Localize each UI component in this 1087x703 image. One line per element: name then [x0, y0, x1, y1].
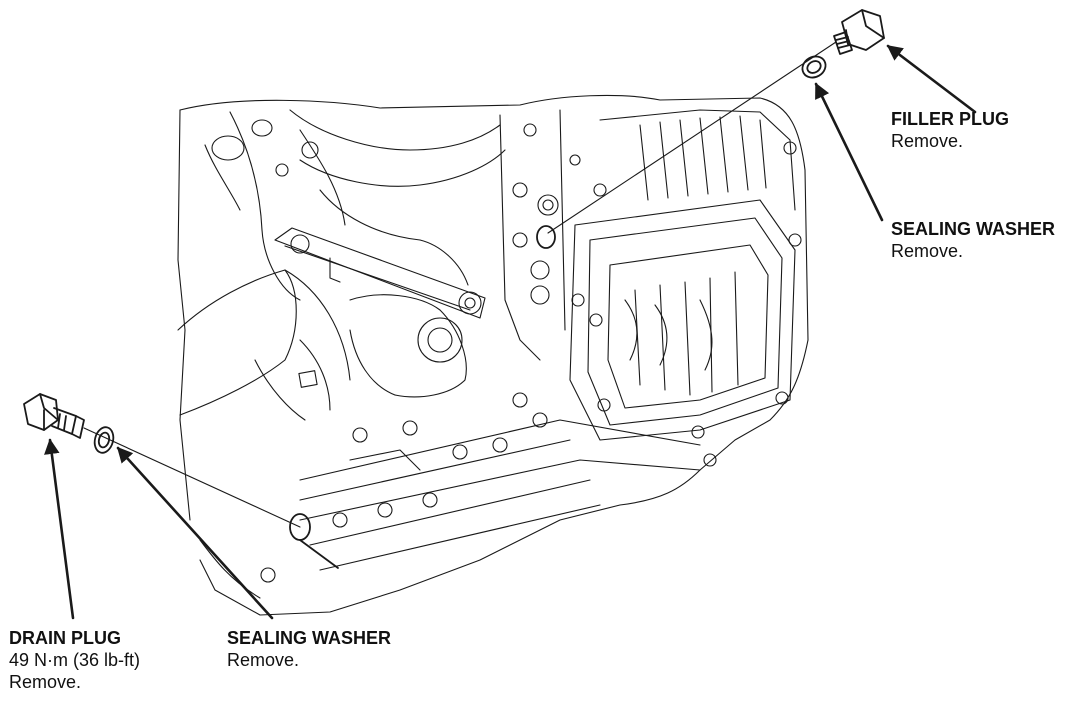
arrow-sealing-washer-top [814, 82, 884, 222]
drain-plug-action: Remove. [9, 672, 82, 692]
sealing-washer-top-action: Remove. [891, 241, 964, 261]
drain-plug-title: DRAIN PLUG [9, 628, 121, 648]
drain-plug-torque: 49 N·m (36 lb-ft) [9, 650, 141, 670]
sealing-washer-top-part [801, 55, 827, 79]
drain-plug-part [23, 393, 85, 439]
sealing-washer-bottom-title: SEALING WASHER [227, 628, 392, 648]
sealing-washer-top-title: SEALING WASHER [891, 219, 1056, 239]
callout-filler-plug: FILLER PLUG Remove. [891, 108, 1009, 152]
filler-plug-action: Remove. [891, 131, 964, 151]
shift-lever [274, 227, 486, 319]
oil-pan [569, 199, 796, 441]
sealing-washer-bottom-action: Remove. [227, 650, 300, 670]
arrow-filler-plug [886, 44, 977, 114]
arrow-drain-plug [44, 438, 75, 620]
arrow-sealing-washer-bottom [116, 446, 274, 620]
filler-plug-part [833, 9, 885, 55]
axis-line-bottom [83, 427, 301, 528]
transmission-case [177, 94, 809, 616]
sealing-washer-bottom-part [93, 426, 115, 454]
axis-line-top [547, 41, 837, 234]
filler-plug-title: FILLER PLUG [891, 109, 1009, 129]
callout-drain-plug: DRAIN PLUG 49 N·m (36 lb-ft) Remove. [9, 627, 140, 693]
callout-sealing-washer-bottom: SEALING WASHER Remove. [227, 627, 391, 671]
callout-sealing-washer-top: SEALING WASHER Remove. [891, 218, 1055, 262]
